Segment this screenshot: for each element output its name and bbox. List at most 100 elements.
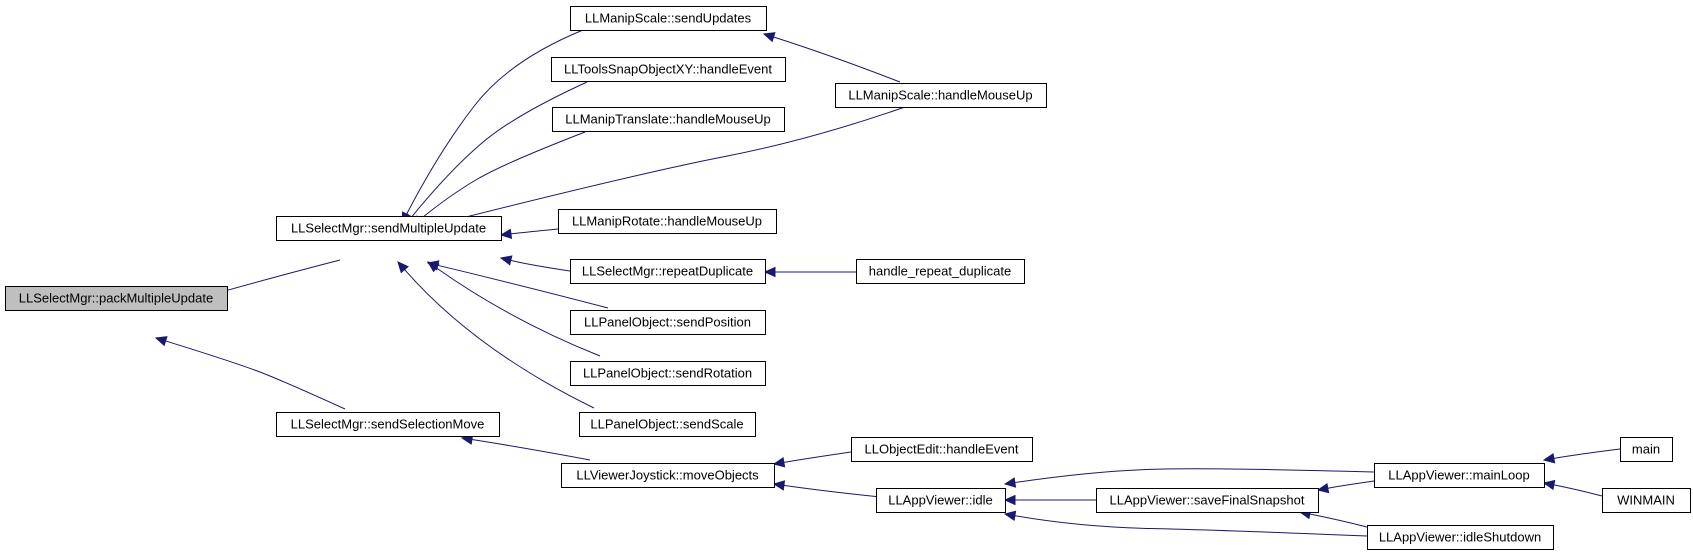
arrowhead-icon <box>397 261 409 274</box>
arrowhead-icon <box>762 32 776 43</box>
arrowhead-icon <box>499 228 513 240</box>
node-label: LLSelectMgr::packMultipleUpdate <box>19 291 213 306</box>
node-idleShutdown[interactable]: LLAppViewer::idleShutdown <box>1367 525 1554 550</box>
node-label: LLAppViewer::idleShutdown <box>1379 530 1541 545</box>
edge-line <box>437 264 609 309</box>
node-sendMultipleUpdate[interactable]: LLSelectMgr::sendMultipleUpdate <box>276 216 502 241</box>
edge-line <box>783 451 852 463</box>
node-box <box>5 286 228 311</box>
node-label: LLPanelObject::sendPosition <box>584 315 751 330</box>
node-manipScaleSendUpdates[interactable]: LLManipScale::sendUpdates <box>570 6 767 31</box>
arrowhead-icon <box>772 457 786 468</box>
node-label: LLPanelObject::sendScale <box>590 417 743 432</box>
node-box <box>570 310 766 335</box>
node-box <box>570 361 766 386</box>
node-label: LLObjectEdit::handleEvent <box>865 442 1019 457</box>
node-label: LLManipRotate::handleMouseUp <box>572 214 762 229</box>
edge-line <box>1014 515 1368 537</box>
edge-line <box>439 106 906 225</box>
node-winmain[interactable]: WINMAIN <box>1602 488 1691 513</box>
arrowhead-icon <box>1003 494 1016 506</box>
edge-line <box>471 439 591 461</box>
node-main[interactable]: main <box>1620 437 1673 462</box>
nodes-layer: LLSelectMgr::packMultipleUpdateLLSelectM… <box>5 6 1691 550</box>
edge-line <box>783 484 891 499</box>
node-saveFinalSnapshot[interactable]: LLAppViewer::saveFinalSnapshot <box>1096 488 1319 513</box>
node-mainLoop[interactable]: LLAppViewer::mainLoop <box>1374 463 1545 488</box>
arrowhead-icon <box>499 255 513 266</box>
node-box <box>276 216 502 241</box>
edge-line <box>404 269 595 409</box>
node-label: WINMAIN <box>1617 493 1675 508</box>
node-sendPosition[interactable]: LLPanelObject::sendPosition <box>570 310 766 335</box>
node-handleRepeatDuplicate[interactable]: handle_repeat_duplicate <box>856 259 1025 284</box>
node-toolsSnapHandleEvent[interactable]: LLToolsSnapObjectXY::handleEvent <box>551 57 786 82</box>
edge-line <box>1553 448 1621 459</box>
edge-manipScaleMouseUp-to-manipScaleSendUpdates <box>762 32 901 83</box>
edge-mainLoop-to-saveFinalSnapshot <box>1316 480 1375 494</box>
edge-line <box>1553 484 1603 497</box>
arrowhead-icon <box>1316 482 1330 494</box>
node-label: LLAppViewer::idle <box>888 493 993 508</box>
edge-main-to-mainLoop <box>1542 448 1621 464</box>
node-label: LLSelectMgr::repeatDuplicate <box>582 264 753 279</box>
edge-line <box>510 228 559 235</box>
edge-line <box>1014 468 1375 484</box>
node-manipTranslateMouseUp[interactable]: LLManipTranslate::handleMouseUp <box>552 107 785 132</box>
edge-line <box>1327 480 1375 489</box>
node-box <box>1367 525 1554 550</box>
node-repeatDuplicate[interactable]: LLSelectMgr::repeatDuplicate <box>570 259 766 284</box>
node-box <box>835 83 1047 108</box>
node-appIdle[interactable]: LLAppViewer::idle <box>876 488 1006 513</box>
node-label: LLManipScale::sendUpdates <box>585 11 752 26</box>
edge-line <box>773 36 901 83</box>
node-label: main <box>1632 442 1660 457</box>
edge-handleRepeatDuplicate-to-repeatDuplicate <box>763 266 856 278</box>
edge-appIdle-to-moveObjects <box>772 480 891 499</box>
node-box <box>558 209 777 234</box>
edge-moveObjects-to-sendSelectionMove <box>460 434 591 461</box>
edge-idleShutdown-to-appIdle <box>1003 510 1368 537</box>
node-box <box>876 488 1006 513</box>
edge-line <box>406 29 584 215</box>
node-label: LLAppViewer::saveFinalSnapshot <box>1110 493 1305 508</box>
node-packMultipleUpdate: LLSelectMgr::packMultipleUpdate <box>5 286 228 311</box>
node-manipScaleMouseUp[interactable]: LLManipScale::handleMouseUp <box>835 83 1047 108</box>
node-label: LLAppViewer::mainLoop <box>1388 468 1529 483</box>
arrowhead-icon <box>772 480 786 491</box>
arrowhead-icon <box>1003 477 1017 488</box>
node-box <box>579 412 756 437</box>
edge-winmain-to-mainLoop <box>1542 479 1603 497</box>
edge-saveFinalSnapshot-to-appIdle <box>1003 494 1097 506</box>
node-label: LLPanelObject::sendRotation <box>583 366 752 381</box>
node-box <box>570 259 766 284</box>
edge-line <box>435 267 601 357</box>
node-box <box>1096 488 1319 513</box>
node-label: LLSelectMgr::sendSelectionMove <box>291 417 485 432</box>
node-objectEditHandleEvent[interactable]: LLObjectEdit::handleEvent <box>851 437 1033 462</box>
node-label: LLManipScale::handleMouseUp <box>848 88 1032 103</box>
node-label: LLToolsSnapObjectXY::handleEvent <box>564 62 772 77</box>
node-sendRotation[interactable]: LLPanelObject::sendRotation <box>570 361 766 386</box>
node-label: LLViewerJoystick::moveObjects <box>576 468 759 483</box>
node-label: handle_repeat_duplicate <box>869 264 1011 279</box>
node-box <box>856 259 1025 284</box>
node-moveObjects[interactable]: LLViewerJoystick::moveObjects <box>561 463 775 488</box>
edge-manipRotateMouseUp-to-sendMultipleUpdate <box>499 228 559 240</box>
arrowhead-icon <box>426 261 440 273</box>
edge-line <box>410 81 588 218</box>
node-box <box>552 107 785 132</box>
node-box <box>1620 437 1673 462</box>
edge-line <box>165 340 346 410</box>
edge-toolsSnapHandleEvent-to-sendMultipleUpdate <box>404 81 588 226</box>
node-manipRotateMouseUp[interactable]: LLManipRotate::handleMouseUp <box>558 209 777 234</box>
node-sendSelectionMove[interactable]: LLSelectMgr::sendSelectionMove <box>276 412 500 437</box>
node-box <box>570 6 767 31</box>
node-box <box>1602 488 1691 513</box>
node-label: LLSelectMgr::sendMultipleUpdate <box>291 221 486 236</box>
node-box <box>551 57 786 82</box>
edge-repeatDuplicate-to-sendMultipleUpdate <box>499 255 571 272</box>
node-sendScale[interactable]: LLPanelObject::sendScale <box>579 412 756 437</box>
edge-line <box>1309 513 1368 528</box>
